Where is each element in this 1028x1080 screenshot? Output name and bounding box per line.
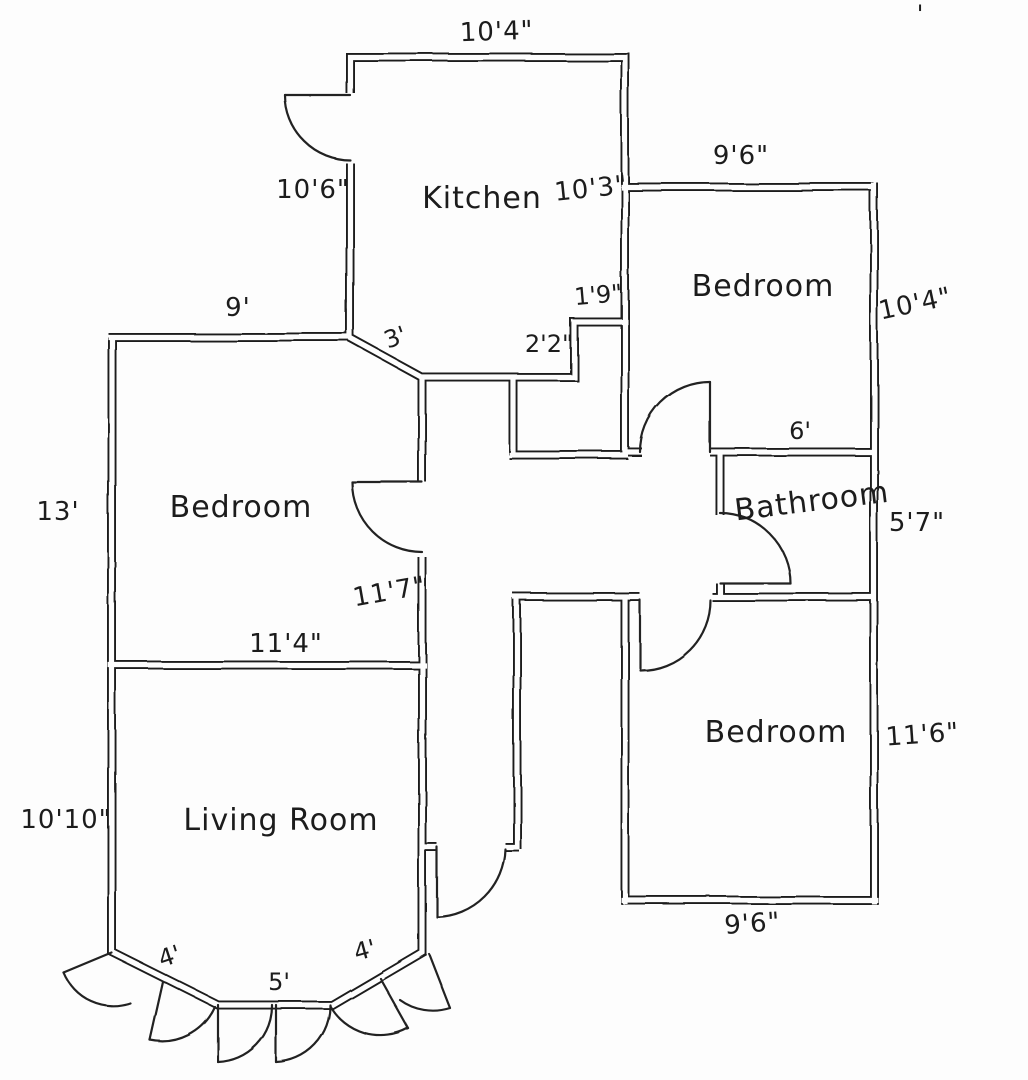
walls-cavity — [108, 54, 878, 1008]
labels: Kitchen Bedroom Bedroom Bathroom Living … — [20, 0, 960, 996]
dim-bay-center: 5' — [268, 968, 290, 996]
bedroom-left-door — [350, 480, 424, 554]
bay-fan-2-panel — [148, 980, 165, 1042]
bay-fan-1-panel — [62, 951, 114, 975]
room-label-bedroom-top-right: Bedroom — [692, 269, 835, 304]
room-label-bedroom-bottom-right: Bedroom — [705, 715, 848, 750]
bay-window-swings — [62, 951, 452, 1064]
dim-bathroom-right: 5'7" — [889, 508, 945, 538]
dim-bedroom-br-bottom: 9'6" — [723, 907, 781, 941]
dim-bedroom-left-right: 11'7" — [351, 571, 429, 613]
dim-bay-right: 4' — [351, 934, 379, 967]
bay-fan-3-arc — [216, 1003, 274, 1064]
dim-notch-width: 1'9" — [573, 279, 623, 311]
bay-fan-2-arc — [148, 1005, 217, 1043]
doors — [62, 93, 792, 1064]
living-room-door — [435, 845, 507, 919]
bay-fan-4-arc — [274, 1003, 332, 1064]
room-label-living-room: Living Room — [183, 803, 378, 838]
bay-fan-1-arc — [62, 971, 132, 1007]
dim-bedroom-tr-top: 9'6" — [713, 141, 769, 171]
dim-bedroom-br-right: 11'6" — [885, 717, 961, 752]
dim-bedroom-left-top: 9' — [225, 293, 251, 323]
walls — [107, 52, 879, 1010]
bedroom-left-door-arc — [350, 480, 424, 554]
bay-fan-5-panel — [378, 976, 410, 1030]
bedroom-bottom-right-door — [638, 598, 712, 672]
dim-bay-left: 4' — [155, 940, 184, 973]
dim-bedroom-left-bottom: 11'4" — [249, 629, 323, 659]
dim-kitchen-top: 10'4" — [459, 16, 534, 49]
dim-kitchen-left: 10'6" — [276, 175, 350, 205]
room-label-bathroom: Bathroom — [733, 475, 891, 529]
bay-fan-6-panel — [427, 952, 452, 1010]
bathroom-door — [718, 511, 792, 585]
bedroom-bottom-right-door-arc — [638, 598, 712, 672]
dim-living-room-left: 10'10" — [20, 805, 111, 835]
dim-kitchen-right: 10'3" — [553, 170, 629, 208]
dim-bedroom-tr-bottom: 6' — [789, 417, 811, 445]
living-room-door-arc — [435, 847, 507, 919]
dim-bedroom-tr-right: 10'4" — [876, 282, 954, 327]
bay-fan-6-arc — [398, 998, 452, 1012]
dim-kitchen-diagonal: 3' — [380, 321, 410, 355]
bedroom-top-right-door-arc — [638, 380, 712, 454]
room-label-bedroom-left: Bedroom — [170, 490, 313, 525]
kitchen-door — [283, 93, 352, 162]
bay-fan-5-arc — [328, 1004, 410, 1037]
stray-pen-mark: ' — [917, 0, 924, 28]
dim-bedroom-left-side: 13' — [36, 497, 79, 527]
dim-notch-height: 2'2" — [525, 330, 573, 358]
bathroom-door-arc — [718, 511, 792, 585]
kitchen-door-arc — [283, 93, 352, 162]
bedroom-top-right-door — [638, 380, 712, 454]
room-label-kitchen: Kitchen — [422, 181, 542, 216]
